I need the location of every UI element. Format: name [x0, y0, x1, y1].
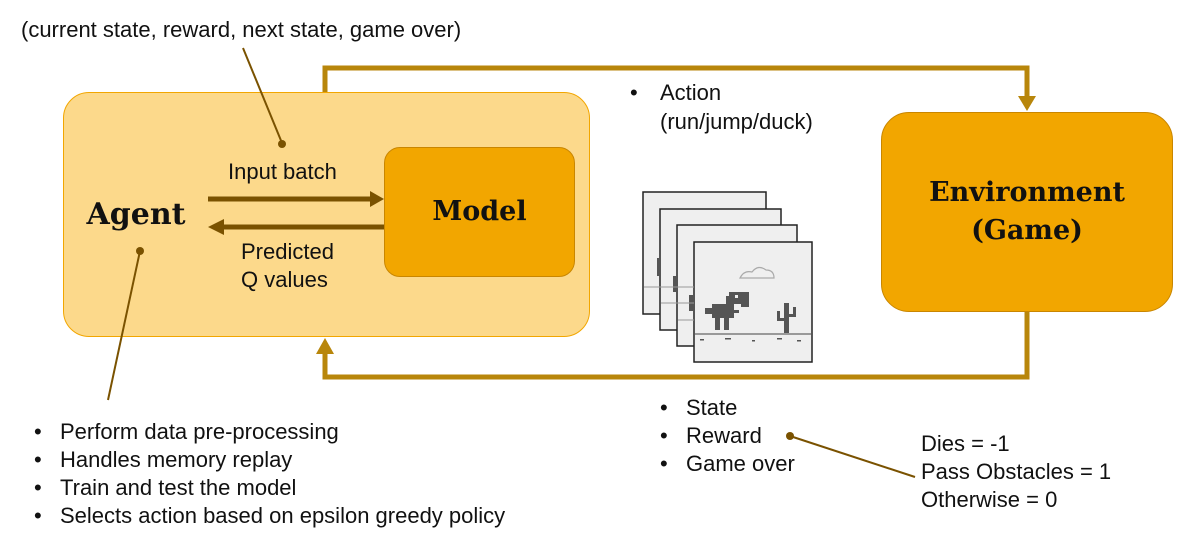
action-label-line2: (run/jump/duck) [660, 109, 813, 134]
list-item: Reward [656, 422, 795, 450]
agent-callout-dot [136, 247, 144, 255]
reward-value-pass: Pass Obstacles = 1 [921, 459, 1112, 484]
predicted-q-arrowhead [208, 219, 224, 235]
environment-box: Environment (Game) [881, 112, 1173, 312]
action-bullet: • [630, 80, 638, 105]
cloud-icon [739, 266, 775, 279]
model-title: Model [432, 196, 527, 227]
agent-responsibilities-list: Perform data pre-processing Handles memo… [30, 418, 505, 530]
list-item: Perform data pre-processing [30, 418, 505, 446]
action-loop-arrowhead [1018, 96, 1036, 111]
agent-callout-line [107, 250, 141, 401]
input-batch-label: Input batch [228, 159, 337, 184]
predicted-q-label-line2: Q values [241, 267, 328, 292]
list-item: Train and test the model [30, 474, 505, 502]
env-outputs-list: State Reward Game over [656, 394, 795, 478]
state-loop-arrow [322, 312, 1030, 380]
state-loop-arrowhead [316, 338, 334, 354]
predicted-q-label-line1: Predicted [241, 239, 334, 264]
list-item: Selects action based on epsilon greedy p… [30, 502, 505, 530]
game-frame-stack-icon [642, 191, 813, 363]
list-item: State [656, 394, 795, 422]
reward-value-dies: Dies = -1 [921, 431, 1010, 456]
action-label-line1: Action [660, 80, 722, 105]
action-label: • [630, 79, 638, 107]
cactus-icon [777, 303, 796, 333]
action-loop-arrow [322, 65, 1030, 98]
reward-values-block: Dies = -1 Pass Obstacles = 1 Otherwise =… [921, 430, 1111, 514]
dino-icon [705, 292, 749, 330]
list-item: Game over [656, 450, 795, 478]
tuple-callout-line [242, 47, 283, 144]
input-batch-arrowhead [370, 191, 384, 207]
reward-callout-line [789, 435, 916, 478]
transition-tuple-label: (current state, reward, next state, game… [21, 17, 462, 42]
environment-title-line2: (Game) [971, 215, 1083, 246]
environment-title-line1: Environment [929, 177, 1125, 208]
list-item: Handles memory replay [30, 446, 505, 474]
model-box: Model [384, 147, 575, 277]
tuple-callout-dot [278, 140, 286, 148]
reward-value-otherwise: Otherwise = 0 [921, 487, 1058, 512]
agent-title: Agent [86, 197, 186, 232]
